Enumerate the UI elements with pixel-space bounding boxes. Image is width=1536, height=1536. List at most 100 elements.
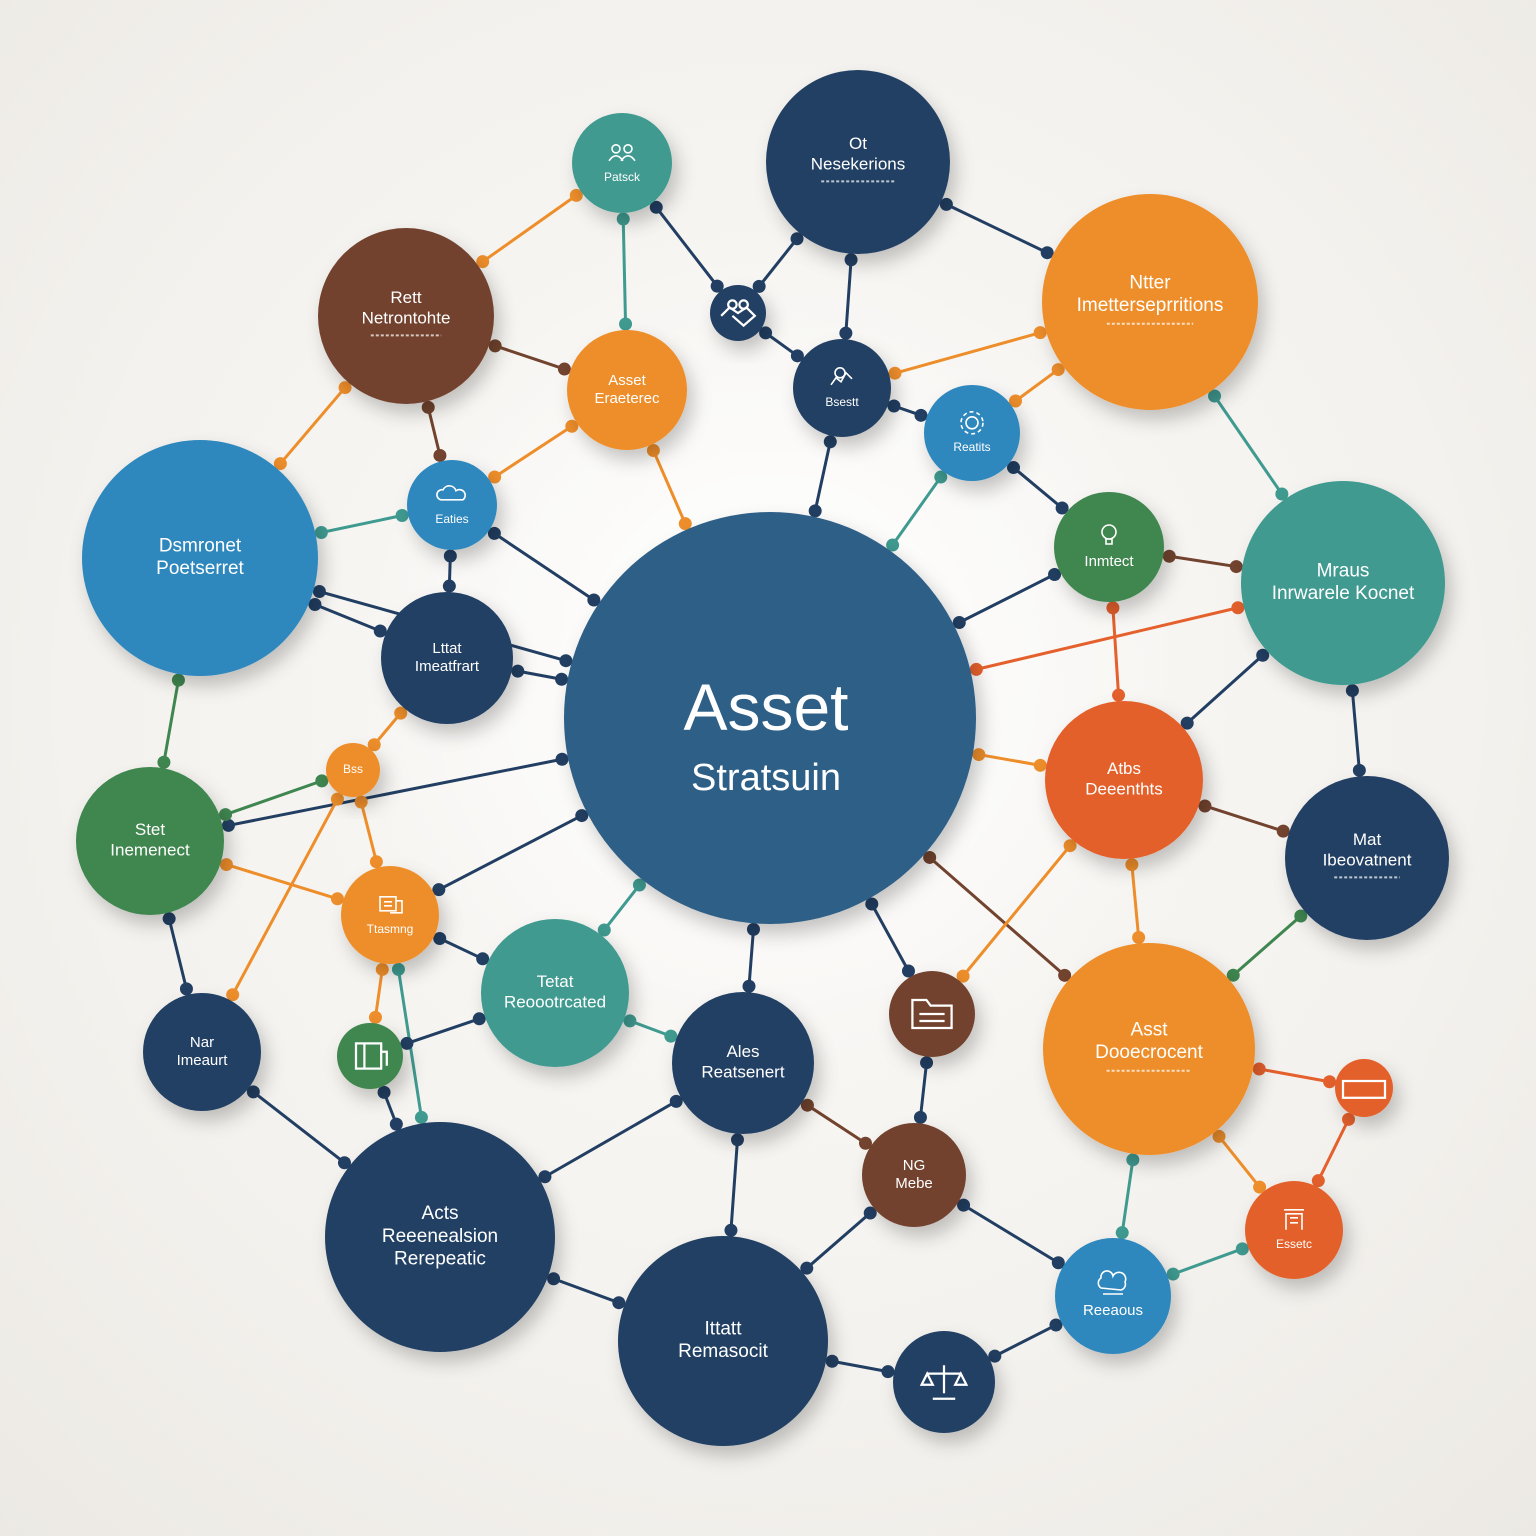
connection-line-n15-n21: [1130, 863, 1141, 939]
connector-dot: [1198, 799, 1212, 813]
connector-dot: [612, 1296, 626, 1310]
node-label-line: Essetc: [1276, 1237, 1312, 1251]
node-circle[interactable]: [1245, 1181, 1343, 1279]
concept-node-n20[interactable]: [889, 971, 975, 1057]
node-circle[interactable]: [82, 440, 318, 676]
connection-line-center-n5: [651, 449, 687, 526]
node-circle[interactable]: [325, 1122, 555, 1352]
connector-dot: [391, 962, 405, 976]
node-circle[interactable]: [1285, 776, 1449, 940]
connector-dot: [400, 1036, 414, 1050]
connector-dot: [1126, 1153, 1140, 1167]
connector-dot: [752, 279, 766, 293]
node-circle[interactable]: [567, 330, 687, 450]
connector-dot: [1033, 758, 1047, 772]
concept-node-n10[interactable]: Eaties: [407, 460, 497, 550]
node-circle[interactable]: [793, 339, 891, 437]
connector-dot: [678, 517, 692, 531]
node-circle[interactable]: [862, 1123, 966, 1227]
connector-dot: [1294, 909, 1308, 923]
connection-line-n20-n26: [918, 1061, 929, 1119]
node-label-line: Mebe: [895, 1175, 933, 1192]
connection-line-n2-n3: [481, 193, 578, 264]
connector-dot: [934, 470, 948, 484]
connector-dot: [273, 457, 287, 471]
cloud-icon: [436, 485, 466, 501]
concept-node-n27[interactable]: Essetc: [1245, 1181, 1343, 1279]
connector-dot: [632, 878, 646, 892]
concept-node-n31[interactable]: [893, 1331, 995, 1433]
connection-line-n22-n14: [231, 797, 339, 997]
node-circle[interactable]: [1055, 1238, 1171, 1354]
node-circle[interactable]: [407, 460, 497, 550]
node-circle[interactable]: [481, 919, 629, 1067]
connector-dot: [559, 654, 573, 668]
connection-line-center-n15: [977, 753, 1042, 767]
connector-dot: [1226, 968, 1240, 982]
node-circle[interactable]: [337, 1023, 403, 1089]
node-circle[interactable]: [1054, 492, 1164, 602]
connector-dot: [649, 200, 663, 214]
concept-node-n23[interactable]: [337, 1023, 403, 1089]
folder-icon: [911, 998, 953, 1030]
connection-line-center-n12: [974, 606, 1240, 671]
concept-node-n7[interactable]: Bsestt: [793, 339, 891, 437]
connector-dot: [616, 212, 630, 226]
connection-line-n6-n7: [764, 331, 799, 358]
concept-node-n25[interactable]: [1335, 1059, 1393, 1117]
concept-node-n29[interactable]: Reeaous: [1055, 1238, 1171, 1354]
node-label-line: Inrwarele Kocnet: [1272, 583, 1415, 604]
concept-node-n8[interactable]: Reatits: [924, 385, 1020, 481]
node-circle[interactable]: [381, 592, 513, 724]
connection-line-n4-n7: [893, 331, 1042, 375]
scale-icon: [919, 1365, 969, 1400]
node-circle[interactable]: [143, 993, 261, 1111]
node-circle[interactable]: [318, 228, 494, 404]
node-circle[interactable]: [1335, 1059, 1393, 1117]
concept-node-n2[interactable]: Patsck: [572, 113, 672, 213]
node-circle[interactable]: [1045, 701, 1203, 859]
connector-dot: [487, 526, 501, 540]
concept-node-n6[interactable]: [710, 285, 766, 341]
node-circle[interactable]: [618, 1236, 828, 1446]
node-circle[interactable]: [572, 113, 672, 213]
connector-dot: [823, 435, 837, 449]
center-circle[interactable]: [564, 512, 976, 924]
connector-dot: [219, 858, 233, 872]
node-circle[interactable]: [76, 767, 224, 915]
node-circle[interactable]: [341, 866, 439, 964]
node-circle[interactable]: [1042, 194, 1258, 410]
concept-node-n14[interactable]: Bss: [326, 743, 380, 797]
node-label-line: Remasocit: [678, 1341, 768, 1362]
node-label-line: Tetat: [537, 972, 574, 991]
node-circle[interactable]: [766, 70, 950, 254]
node-circle[interactable]: [672, 992, 814, 1134]
connection-line-n30-n31: [830, 1359, 890, 1374]
node-circle[interactable]: [326, 743, 380, 797]
concept-node-n11[interactable]: Inmtect: [1054, 492, 1164, 602]
connector-dot: [369, 855, 383, 869]
node-circle[interactable]: [1043, 943, 1255, 1155]
connection-line-n9-n13: [313, 603, 382, 633]
concept-node-n18[interactable]: Ttasmng: [341, 866, 439, 964]
node-circle[interactable]: [1241, 481, 1445, 685]
center-node[interactable]: Asset Stratsuin: [564, 512, 976, 924]
